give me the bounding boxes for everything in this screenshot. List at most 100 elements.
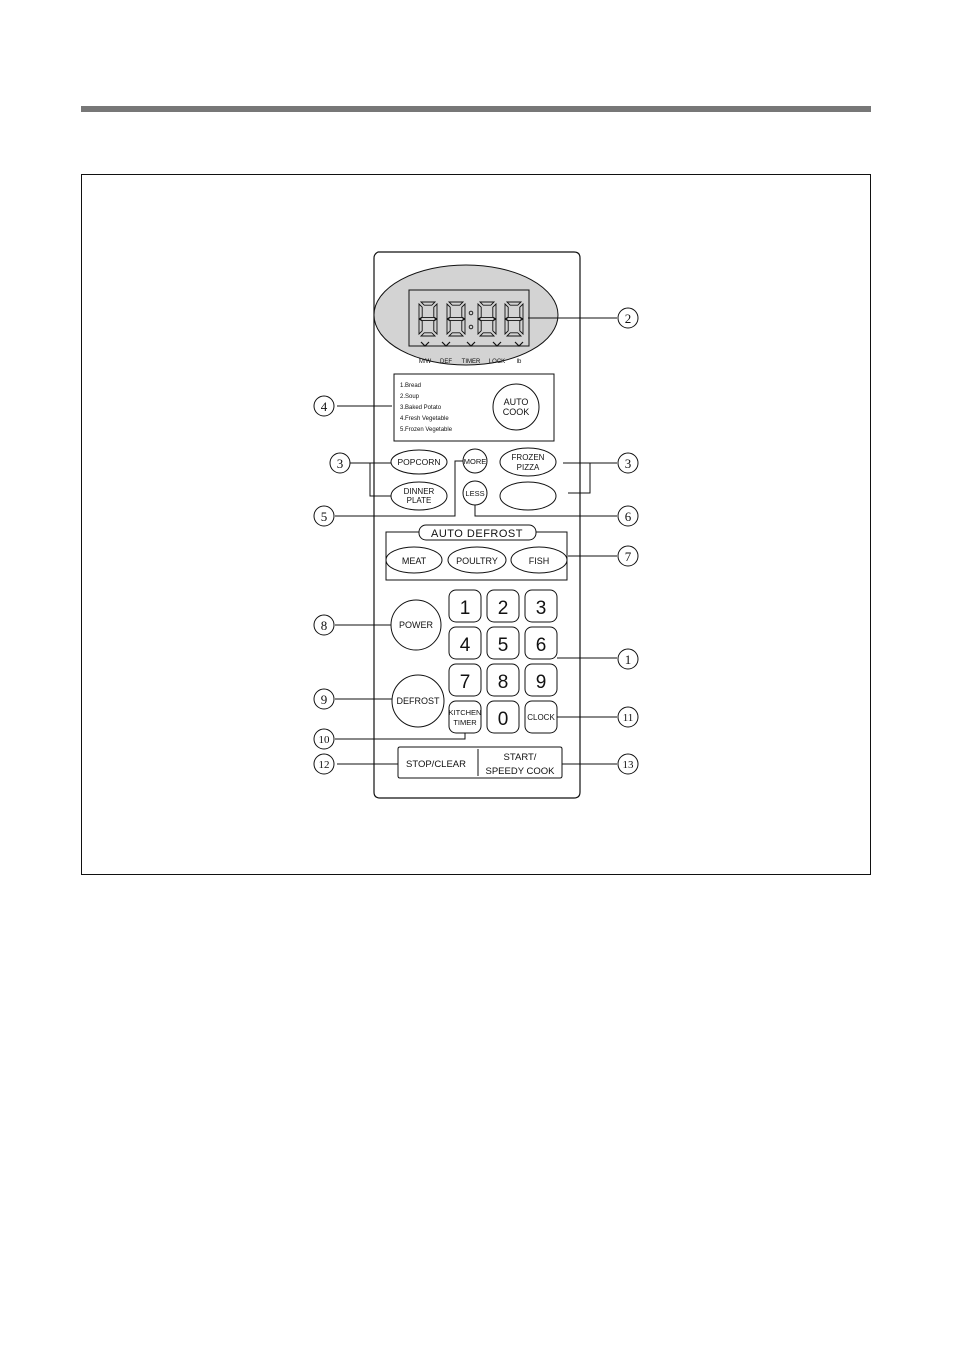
svg-text:9: 9 xyxy=(321,692,328,707)
key-5[interactable]: 5 xyxy=(487,627,519,659)
svg-text:11: 11 xyxy=(623,712,634,724)
callout-12: 12 xyxy=(314,754,334,774)
svg-text:MEAT: MEAT xyxy=(402,556,427,566)
callout-9: 9 xyxy=(314,689,334,709)
svg-text:1: 1 xyxy=(460,598,471,619)
defrost-button[interactable]: DEFROST xyxy=(392,675,444,727)
indicator-def: DEF xyxy=(440,359,452,365)
callout-7: 7 xyxy=(618,546,638,566)
key-4[interactable]: 4 xyxy=(449,627,481,659)
callout-6: 6 xyxy=(618,506,638,526)
display-window: M/W DEF TIMER LOCK lb xyxy=(374,265,558,365)
menu-item-bread: 1.Bread xyxy=(400,383,421,389)
key-7[interactable]: 7 xyxy=(449,664,481,696)
svg-text:PLATE: PLATE xyxy=(407,496,432,505)
menu-item-baked-potato: 3.Baked Potato xyxy=(400,405,442,411)
callout-2: 2 xyxy=(618,308,638,328)
svg-text:8: 8 xyxy=(321,618,328,633)
menu-item-fresh-vegetable: 4.Fresh Vegetable xyxy=(400,416,449,422)
svg-text:STOP/CLEAR: STOP/CLEAR xyxy=(406,759,466,770)
svg-text:1: 1 xyxy=(625,652,632,667)
svg-text:4: 4 xyxy=(321,399,328,414)
svg-text:FROZEN: FROZEN xyxy=(512,453,545,462)
fish-button[interactable]: FISH xyxy=(511,547,567,573)
svg-text:START/: START/ xyxy=(504,752,537,763)
callout-4: 4 xyxy=(314,396,334,416)
power-button[interactable]: POWER xyxy=(391,600,441,650)
auto-defrost-title: AUTO DEFROST xyxy=(431,528,523,540)
stop-start-bar: STOP/CLEAR START/ SPEEDY COOK xyxy=(398,747,562,778)
indicator-lb: lb xyxy=(517,359,522,365)
auto-cook-section: 1.Bread 2.Soup 3.Baked Potato 4.Fresh Ve… xyxy=(394,374,554,441)
callout-3-right: 3 xyxy=(618,453,638,473)
svg-text:CLOCK: CLOCK xyxy=(527,713,555,722)
callout-8: 8 xyxy=(314,615,334,635)
svg-text:3: 3 xyxy=(337,456,344,471)
svg-text:13: 13 xyxy=(623,759,635,771)
indicator-timer: TIMER xyxy=(462,359,481,365)
svg-text:LESS: LESS xyxy=(465,489,484,498)
svg-text:DINNER: DINNER xyxy=(404,487,435,496)
svg-text:POWER: POWER xyxy=(399,620,434,630)
key-2[interactable]: 2 xyxy=(487,590,519,622)
svg-text:5: 5 xyxy=(498,635,509,656)
key-9[interactable]: 9 xyxy=(525,664,557,696)
callout-10: 10 xyxy=(314,729,334,749)
svg-text:KITCHEN: KITCHEN xyxy=(449,708,482,717)
key-6[interactable]: 6 xyxy=(525,627,557,659)
svg-text:7: 7 xyxy=(625,549,632,564)
key-0[interactable]: 0 xyxy=(487,701,519,733)
callout-1: 1 xyxy=(618,649,638,669)
svg-text:DEFROST: DEFROST xyxy=(396,696,440,706)
svg-text:10: 10 xyxy=(319,734,331,746)
svg-text:TIMER: TIMER xyxy=(453,718,477,727)
menu-item-frozen-vegetable: 5.Frozen Vegetable xyxy=(400,427,453,433)
key-8[interactable]: 8 xyxy=(487,664,519,696)
svg-text:5: 5 xyxy=(321,509,328,524)
stop-clear-button[interactable]: STOP/CLEAR xyxy=(400,749,477,776)
key-3[interactable]: 3 xyxy=(525,590,557,622)
svg-text:9: 9 xyxy=(536,672,547,693)
svg-text:MORE: MORE xyxy=(464,457,487,466)
frozen-pizza-button[interactable]: FROZEN PIZZA xyxy=(500,448,556,476)
less-button[interactable]: LESS xyxy=(463,481,487,505)
svg-text:6: 6 xyxy=(625,509,632,524)
svg-text:0: 0 xyxy=(498,709,509,730)
svg-text:FISH: FISH xyxy=(529,556,550,566)
callout-13: 13 xyxy=(618,754,638,774)
svg-text:12: 12 xyxy=(319,759,330,771)
auto-defrost-section: AUTO DEFROST MEAT POULTRY FISH xyxy=(386,525,567,580)
svg-text:3: 3 xyxy=(536,598,547,619)
popcorn-button[interactable]: POPCORN xyxy=(391,450,447,474)
svg-text:SPEEDY COOK: SPEEDY COOK xyxy=(486,766,556,777)
more-button[interactable]: MORE xyxy=(463,449,487,473)
dinner-plate-button[interactable]: DINNER PLATE xyxy=(391,482,447,510)
svg-text:POPCORN: POPCORN xyxy=(398,457,441,467)
svg-text:POULTRY: POULTRY xyxy=(456,556,498,566)
indicator-mw: M/W xyxy=(419,359,432,365)
svg-text:PIZZA: PIZZA xyxy=(517,463,540,472)
svg-text:2: 2 xyxy=(498,598,509,619)
svg-text:3: 3 xyxy=(625,456,632,471)
clock-button[interactable]: CLOCK xyxy=(525,701,557,733)
svg-text:2: 2 xyxy=(625,311,632,326)
svg-text:7: 7 xyxy=(460,672,471,693)
poultry-button[interactable]: POULTRY xyxy=(448,547,506,573)
display-screen xyxy=(409,290,529,346)
callout-3-left: 3 xyxy=(330,453,350,473)
menu-item-soup: 2.Soup xyxy=(400,394,420,400)
start-speedy-cook-button[interactable]: START/ SPEEDY COOK xyxy=(480,749,560,777)
blank-food-button[interactable] xyxy=(500,482,556,510)
callout-11: 11 xyxy=(618,707,638,727)
svg-text:6: 6 xyxy=(536,635,547,656)
svg-text:COOK: COOK xyxy=(503,407,530,417)
svg-text:8: 8 xyxy=(498,672,509,693)
svg-text:4: 4 xyxy=(460,635,471,656)
auto-cook-button[interactable]: AUTO COOK xyxy=(493,384,539,430)
svg-text:AUTO: AUTO xyxy=(504,397,529,407)
key-1[interactable]: 1 xyxy=(449,590,481,622)
indicator-lock: LOCK xyxy=(489,359,505,365)
meat-button[interactable]: MEAT xyxy=(386,547,442,573)
